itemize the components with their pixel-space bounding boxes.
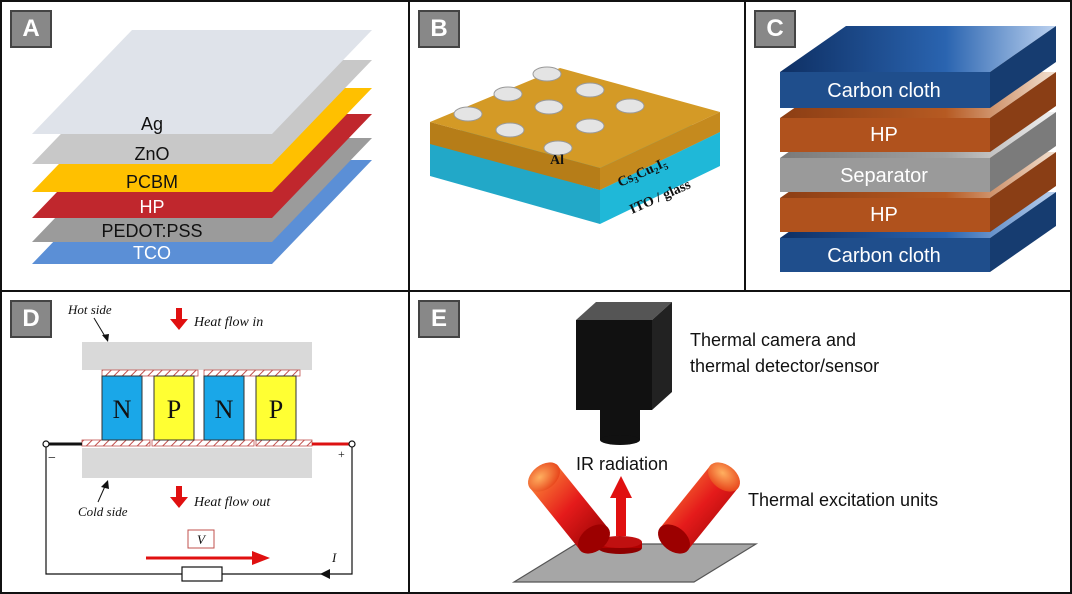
panel-d-diagram: N P N P I − + V Heat flow in Heat flow o…	[42, 302, 356, 582]
badge-c: C	[754, 10, 796, 48]
label-tco: TCO	[133, 243, 171, 263]
leg-p-1: P	[167, 395, 181, 424]
al-dots	[453, 66, 645, 156]
panel-a: Ag ZnO PCBM HP PEDOT:PSS TCO A	[0, 0, 410, 292]
cold-side-label: Cold side	[78, 504, 128, 519]
voltage-label: V	[197, 532, 207, 547]
panel-d: N P N P I − + V Heat flow in Heat flow o…	[0, 290, 410, 594]
excitation-unit-left	[528, 462, 610, 554]
current-label: I	[331, 550, 337, 565]
camera-label-line-2: thermal detector/sensor	[690, 356, 879, 376]
panel-c-diagram: Carbon cloth HP Separator HP Carbon clot…	[780, 26, 1056, 272]
panel-b: Al Cs3Cu2I5 ITO / glass B	[408, 0, 746, 292]
excitation-label: Thermal excitation units	[748, 490, 938, 510]
badge-b: B	[418, 10, 460, 48]
layer-ag	[32, 30, 372, 134]
panel-e: Thermal camera and thermal detector/sens…	[408, 290, 1072, 594]
badge-e: E	[418, 300, 460, 338]
ir-radiation-label: IR radiation	[576, 454, 668, 474]
label-zno: ZnO	[134, 144, 169, 164]
heat-in-label: Heat flow in	[193, 315, 263, 330]
label-ag: Ag	[141, 114, 163, 134]
heat-out-label: Heat flow out	[193, 495, 271, 510]
panel-e-diagram: Thermal camera and thermal detector/sens…	[511, 302, 938, 583]
label-hp-upper: HP	[870, 124, 898, 146]
badge-a: A	[10, 10, 52, 48]
minus-sign: −	[48, 451, 56, 466]
leg-n-2: N	[215, 395, 234, 424]
leg-p-2: P	[269, 395, 283, 424]
thermal-camera	[576, 302, 672, 445]
label-carbon-top: Carbon cloth	[827, 80, 940, 102]
panel-b-diagram: Al Cs3Cu2I5 ITO / glass	[430, 66, 720, 224]
label-separator: Separator	[840, 165, 928, 187]
label-carbon-bottom: Carbon cloth	[827, 245, 940, 267]
excitation-unit-right	[658, 462, 740, 554]
label-hp: HP	[139, 197, 164, 217]
plus-sign: +	[338, 447, 345, 461]
panel-a-diagram: Ag ZnO PCBM HP PEDOT:PSS TCO	[32, 30, 372, 264]
heat-out-arrow	[170, 486, 188, 508]
label-al: Al	[550, 153, 564, 168]
label-hp-lower: HP	[870, 204, 898, 226]
panel-c: Carbon cloth HP Separator HP Carbon clot…	[744, 0, 1072, 292]
camera-label-line-1: Thermal camera and	[690, 330, 856, 350]
hot-side-label: Hot side	[67, 302, 112, 317]
layer-carbon-top	[780, 26, 1056, 108]
badge-d: D	[10, 300, 52, 338]
leg-n-1: N	[113, 395, 132, 424]
label-film: Cs3Cu2I5	[616, 155, 671, 191]
label-pedot: PEDOT:PSS	[101, 221, 202, 241]
heat-in-arrow	[170, 308, 188, 330]
label-pcbm: PCBM	[126, 172, 178, 192]
